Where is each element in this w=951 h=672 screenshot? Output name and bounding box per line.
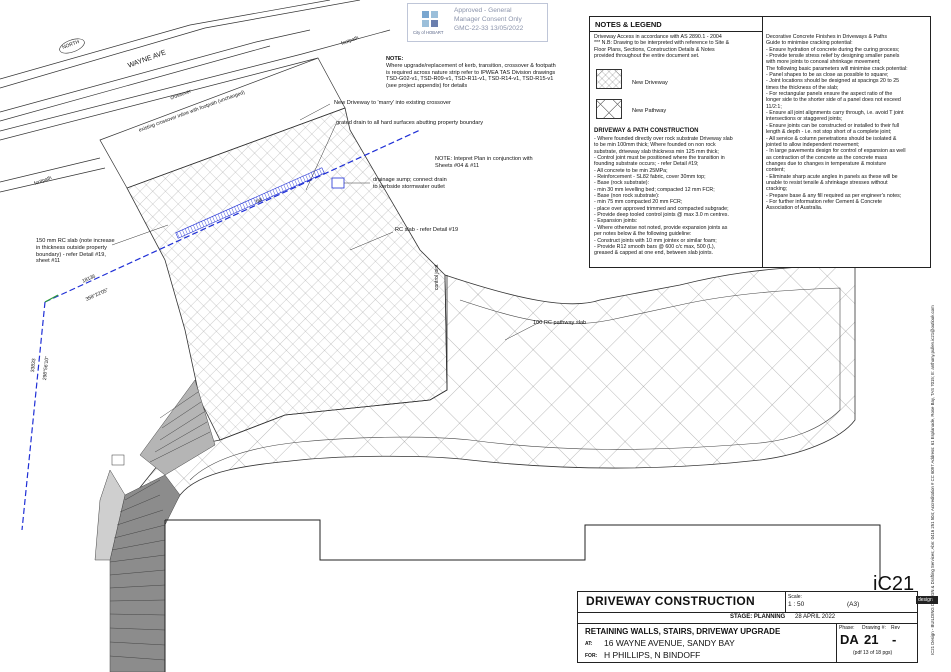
rev-value: - xyxy=(892,632,897,647)
callout-rc-slab: RC slab - refer Detail #19 xyxy=(395,227,459,233)
for-label: FOR: xyxy=(585,653,598,659)
stage-label: STAGE: PLANNING xyxy=(730,614,786,620)
stamp-line-1: Approved - General xyxy=(454,7,512,14)
scale-value: 1 : 50 xyxy=(788,601,805,608)
legend-swatch-driveway xyxy=(596,69,622,89)
project-address: 16 WAYNE AVENUE, SANDY BAY xyxy=(604,638,735,648)
boundary-line xyxy=(44,129,421,303)
boundary-line-2 xyxy=(21,301,46,531)
callout-grated-drain: grated drain to all hard surfaces abutti… xyxy=(336,120,484,126)
phase-label: Phase: xyxy=(839,625,855,631)
legend-new-driveway: New Driveway xyxy=(632,80,668,86)
client-names: H PHILLIPS, N BINDOFF xyxy=(604,650,701,660)
drawing-date: 28 APRIL 2022 xyxy=(795,614,836,620)
council-approval-stamp: City of HOBART Approved - General Manage… xyxy=(407,3,548,42)
paper-size: (A3) xyxy=(847,601,860,608)
city-of-hobart-logo-icon xyxy=(422,11,438,27)
designer-sidebar: IC21 Design - BUILDING DESIGN & Drafting… xyxy=(930,305,935,655)
stairs xyxy=(94,379,216,672)
at-label: AT: xyxy=(585,641,593,647)
ic21-logo: iC21 xyxy=(873,573,915,595)
callout-sump: drainage sump; connect drain to kerbside… xyxy=(373,177,447,190)
plan-note: NOTE: Where upgrade/replacement of kerb,… xyxy=(386,56,556,90)
project-title: RETAINING WALLS, STAIRS, DRIVEWAY UPGRAD… xyxy=(585,627,781,636)
construction-notes: - Where founded directly over rock subst… xyxy=(594,136,733,257)
construction-title: DRIVEWAY & PATH CONSTRUCTION xyxy=(594,128,699,134)
legend-new-pathway: New Pathway xyxy=(632,108,667,114)
rev-label: Rev xyxy=(891,625,900,631)
stamp-line-2: Manager Consent Only xyxy=(454,16,522,23)
cracking-guide-notes: Decorative Concrete Finishes in Driveway… xyxy=(766,34,908,212)
notes-legend-panel: NOTES & LEGEND Driveway Access in accord… xyxy=(589,16,931,268)
legend-left-column: Driveway Access in accordance with AS 28… xyxy=(594,34,730,60)
drainage-sump xyxy=(331,177,345,189)
grated-drain xyxy=(175,167,325,239)
callout-pathway-slab: 100 RC pathway slab xyxy=(533,320,587,326)
house-outline xyxy=(165,519,881,585)
pathway-area xyxy=(129,264,856,521)
callout-new-driveway: New Driveway to 'marry' into existing cr… xyxy=(334,100,451,106)
drawing-number-value: 21 xyxy=(864,632,879,647)
north-marker xyxy=(59,38,85,54)
pdf-page-count: (pdf 13 of 18 pgs) xyxy=(853,650,893,656)
drawing-title: DRIVEWAY CONSTRUCTION xyxy=(586,594,755,608)
legend-swatch-pathway xyxy=(596,99,622,119)
plan-note-2: NOTE: Intepret Plan in conjunction with … xyxy=(435,156,533,169)
legend-title: NOTES & LEGEND xyxy=(595,20,662,29)
phase-value: DA xyxy=(840,632,859,647)
drawing-number-label: Drawing #: xyxy=(862,625,886,631)
callout-150-slab: 150 mm RC slab (note increase in thickne… xyxy=(36,238,115,265)
road-lines xyxy=(0,0,391,193)
stamp-line-3: GMC-22-33 13/05/2022 xyxy=(454,25,524,32)
title-block xyxy=(577,591,918,663)
city-of-hobart-text: City of HOBART xyxy=(413,30,444,35)
scale-label: Scale: xyxy=(788,594,802,600)
control-joint-label: control joint xyxy=(434,264,440,290)
ic21-logo-bar xyxy=(916,596,938,604)
ic21-logo-sub: design xyxy=(918,597,933,603)
